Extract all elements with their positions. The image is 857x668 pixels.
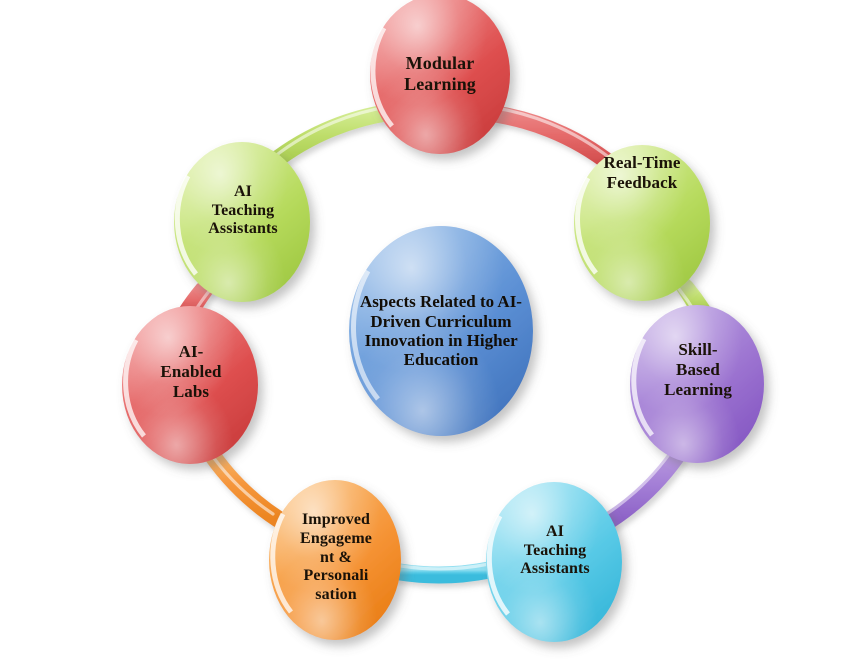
connector-arc-skill-to-assistants — [601, 448, 685, 529]
node-modular-learning[interactable] — [370, 0, 510, 154]
connector-arc-assistants-to-engagement-highlight — [399, 562, 491, 571]
node-real-time-feedback[interactable] — [574, 145, 710, 301]
node-skill-based-learning[interactable] — [630, 305, 764, 463]
connector-arc-skill-to-assistants-highlight — [603, 451, 672, 517]
node-center[interactable] — [349, 226, 533, 436]
node-improved-engagement-personalisation[interactable] — [269, 480, 401, 640]
node-ai-teaching-assistants-top[interactable] — [174, 142, 310, 302]
outer-nodes — [122, 0, 764, 642]
node-ai-teaching-assistants-bottom[interactable] — [486, 482, 622, 642]
node-ai-enabled-labs[interactable] — [122, 306, 258, 464]
connector-arc-assistants-top-to-modular — [263, 102, 409, 172]
connector-arc-assistants-to-engagement — [391, 561, 498, 584]
